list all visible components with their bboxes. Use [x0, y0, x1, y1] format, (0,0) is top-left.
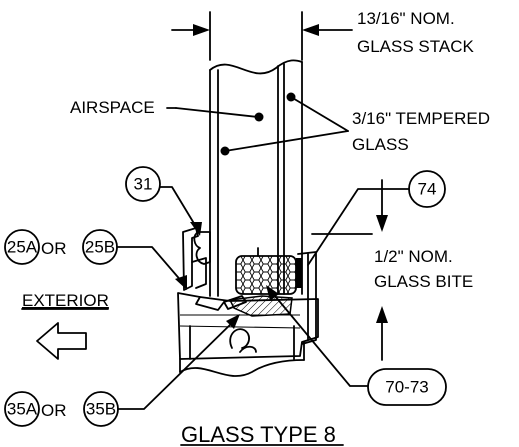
exterior-arrow-icon [36, 322, 87, 360]
callout-70-73: 70-73 [385, 378, 428, 397]
glass-stack-dimension [171, 11, 353, 61]
callout-70-73-arrowhead [266, 285, 279, 301]
or-label-25: OR [41, 239, 67, 258]
exterior-label: EXTERIOR [22, 291, 109, 310]
callout-70-73-leader [269, 289, 369, 387]
callout-35a: 35A [7, 400, 38, 419]
callout-31-bubble [125, 166, 161, 202]
drawing-title: GLASS TYPE 8 [181, 422, 336, 447]
callout-31: 31 [134, 175, 153, 194]
tempered-glass-leaders [220, 92, 349, 156]
or-label-35: OR [41, 401, 67, 420]
glass-bite-label-line2: GLASS BITE [374, 272, 473, 291]
tempered-glass-label-line2: GLASS [352, 135, 409, 154]
callout-74: 74 [418, 180, 437, 199]
callout-35b: 35B [86, 400, 116, 419]
glass-bite-label-line1: 1/2" NOM. [374, 247, 453, 266]
callout-25-leader [116, 246, 184, 284]
callout-25a: 25A [7, 238, 38, 257]
frame-extrusion [177, 227, 319, 377]
callout-35-leader [117, 318, 237, 410]
airspace-leader [166, 107, 264, 122]
callout-35-arrowhead [226, 314, 240, 329]
glass-stack-label-line1: 13/16" NOM. [357, 9, 455, 28]
callout-25a-bubble [4, 229, 40, 265]
callout-25b: 25B [85, 238, 115, 257]
airspace-label: AIRSPACE [70, 98, 155, 117]
callout-31-leader [159, 186, 199, 231]
glass-stack-label-line2: GLASS STACK [357, 37, 474, 56]
callout-35a-bubble [4, 391, 40, 427]
glass-bite-dimension [311, 179, 388, 361]
callout-70-73-bubble [367, 368, 447, 406]
callout-25-arrowhead [175, 275, 187, 290]
callout-74-leader [307, 188, 410, 266]
tempered-glass-label-line1: 3/16" TEMPERED [352, 109, 490, 128]
